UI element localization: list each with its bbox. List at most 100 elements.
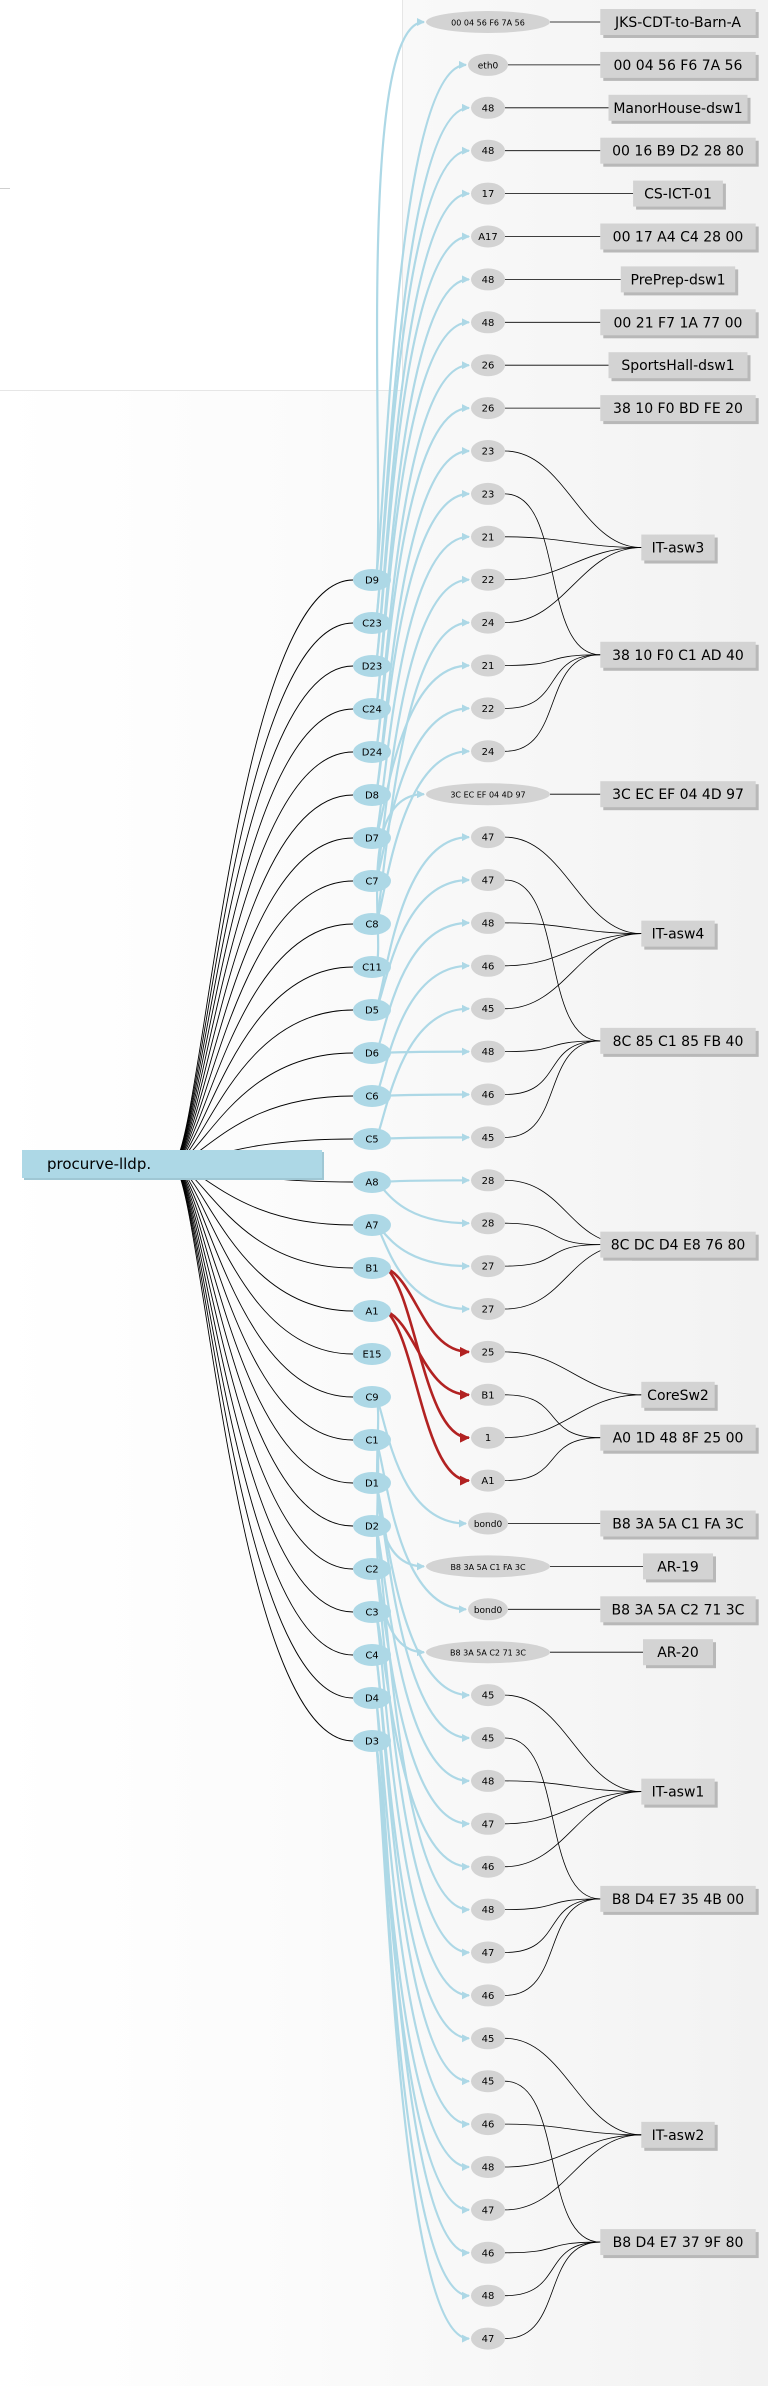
neighbor-00-04-56-f6-7a-56[interactable]: 00 04 56 F6 7A 56 bbox=[600, 51, 759, 81]
remote-port-49[interactable]: 46 bbox=[471, 2113, 505, 2136]
neighbor-00-21-f7-1a-77-00[interactable]: 00 21 F7 1A 77 00 bbox=[600, 309, 759, 339]
remote-port-34[interactable]: A1 bbox=[471, 1469, 505, 1492]
neighbor-00-16-b9-d2-28-80[interactable]: 00 16 B9 D2 28 80 bbox=[600, 137, 759, 167]
remote-port-41[interactable]: 48 bbox=[471, 1769, 505, 1792]
remote-port-16[interactable]: 22 bbox=[471, 697, 505, 720]
neighbor-it-asw2[interactable]: IT-asw2 bbox=[641, 2121, 718, 2151]
local-port-c2[interactable]: C2 bbox=[353, 1558, 391, 1580]
remote-port-4[interactable]: 17 bbox=[471, 182, 505, 205]
local-port-d6[interactable]: D6 bbox=[353, 1042, 391, 1064]
local-port-d4[interactable]: D4 bbox=[353, 1687, 391, 1709]
remote-port-15[interactable]: 21 bbox=[471, 654, 505, 677]
neighbor-it-asw3[interactable]: IT-asw3 bbox=[641, 534, 718, 564]
local-port-c3[interactable]: C3 bbox=[353, 1601, 391, 1623]
root-node[interactable]: procurve-lldp. bbox=[22, 1150, 324, 1180]
remote-port-29[interactable]: 27 bbox=[471, 1255, 505, 1278]
remote-port-0[interactable]: 00 04 56 F6 7A 56 bbox=[426, 11, 550, 33]
neighbor-38-10-f0-c1-ad-40[interactable]: 38 10 F0 C1 AD 40 bbox=[600, 641, 759, 671]
neighbor-it-asw4[interactable]: IT-asw4 bbox=[641, 920, 718, 950]
remote-port-11[interactable]: 23 bbox=[471, 482, 505, 505]
remote-port-48[interactable]: 45 bbox=[471, 2070, 505, 2093]
local-port-d1[interactable]: D1 bbox=[353, 1472, 391, 1494]
local-port-c8[interactable]: C8 bbox=[353, 913, 391, 935]
remote-port-45[interactable]: 47 bbox=[471, 1941, 505, 1964]
remote-port-30[interactable]: 27 bbox=[471, 1298, 505, 1320]
remote-port-47[interactable]: 45 bbox=[471, 2027, 505, 2050]
neighbor-ar-19[interactable]: AR-19 bbox=[643, 1553, 716, 1583]
neighbor-preprep-dsw1[interactable]: PrePrep-dsw1 bbox=[620, 266, 739, 296]
remote-port-3[interactable]: 48 bbox=[471, 139, 505, 162]
remote-port-40[interactable]: 45 bbox=[471, 1727, 505, 1749]
remote-port-19[interactable]: 47 bbox=[471, 826, 505, 849]
neighbor-b8-3a-5a-c2-71-3c[interactable]: B8 3A 5A C2 71 3C bbox=[600, 1596, 759, 1626]
remote-port-44[interactable]: 48 bbox=[471, 1898, 505, 1921]
remote-port-18[interactable]: 3C EC EF 04 4D 97 bbox=[426, 783, 550, 806]
local-port-c24[interactable]: C24 bbox=[353, 698, 391, 720]
neighbor-b8-d4-e7-35-4b-00[interactable]: B8 D4 E7 35 4B 00 bbox=[600, 1885, 759, 1915]
local-port-d2[interactable]: D2 bbox=[353, 1515, 391, 1537]
local-port-d9[interactable]: D9 bbox=[353, 569, 391, 591]
remote-port-53[interactable]: 48 bbox=[471, 2284, 505, 2307]
local-port-d8[interactable]: D8 bbox=[353, 784, 391, 806]
neighbor-b8-3a-5a-c1-fa-3c[interactable]: B8 3A 5A C1 FA 3C bbox=[600, 1510, 759, 1540]
remote-port-39[interactable]: 45 bbox=[471, 1684, 505, 1707]
remote-port-26[interactable]: 45 bbox=[471, 1126, 505, 1149]
local-port-c23[interactable]: C23 bbox=[353, 612, 391, 634]
remote-port-10[interactable]: 23 bbox=[471, 440, 505, 462]
remote-port-28[interactable]: 28 bbox=[471, 1212, 505, 1235]
neighbor-it-asw1[interactable]: IT-asw1 bbox=[641, 1778, 718, 1808]
remote-port-8[interactable]: 26 bbox=[471, 354, 505, 377]
remote-port-6[interactable]: 48 bbox=[471, 268, 505, 291]
neighbor-8c-85-c1-85-fb-40[interactable]: 8C 85 C1 85 FB 40 bbox=[600, 1027, 759, 1057]
local-port-c5[interactable]: C5 bbox=[353, 1128, 391, 1150]
remote-port-22[interactable]: 46 bbox=[471, 954, 505, 977]
remote-port-33[interactable]: 1 bbox=[471, 1426, 505, 1449]
local-port-e15[interactable]: E15 bbox=[353, 1343, 391, 1365]
remote-port-5[interactable]: A17 bbox=[471, 225, 505, 248]
remote-port-50[interactable]: 48 bbox=[471, 2156, 505, 2178]
neighbor-8c-dc-d4-e8-76-80[interactable]: 8C DC D4 E8 76 80 bbox=[600, 1231, 759, 1261]
remote-port-35[interactable]: bond0 bbox=[468, 1512, 508, 1535]
local-port-d5[interactable]: D5 bbox=[353, 999, 391, 1021]
neighbor-cs-ict-01[interactable]: CS-ICT-01 bbox=[633, 180, 726, 210]
neighbor-ar-20[interactable]: AR-20 bbox=[643, 1639, 716, 1669]
remote-port-2[interactable]: 48 bbox=[471, 96, 505, 119]
local-port-d23[interactable]: D23 bbox=[353, 655, 391, 677]
local-port-c1[interactable]: C1 bbox=[353, 1429, 391, 1451]
local-port-d3[interactable]: D3 bbox=[353, 1730, 391, 1752]
remote-port-1[interactable]: eth0 bbox=[468, 53, 508, 76]
neighbor-b8-d4-e7-37-9f-80[interactable]: B8 D4 E7 37 9F 80 bbox=[600, 2229, 759, 2259]
remote-port-31[interactable]: 25 bbox=[471, 1340, 505, 1363]
remote-port-17[interactable]: 24 bbox=[471, 740, 505, 763]
remote-port-42[interactable]: 47 bbox=[471, 1812, 505, 1835]
remote-port-14[interactable]: 24 bbox=[471, 611, 505, 634]
remote-port-37[interactable]: bond0 bbox=[468, 1598, 508, 1621]
remote-port-52[interactable]: 46 bbox=[471, 2241, 505, 2264]
remote-port-9[interactable]: 26 bbox=[471, 397, 505, 420]
local-port-a1[interactable]: A1 bbox=[353, 1300, 391, 1322]
remote-port-38[interactable]: B8 3A 5A C2 71 3C bbox=[426, 1641, 550, 1664]
remote-port-12[interactable]: 21 bbox=[471, 525, 505, 548]
remote-port-54[interactable]: 47 bbox=[471, 2327, 505, 2350]
local-port-d7[interactable]: D7 bbox=[353, 827, 391, 849]
neighbor-3c-ec-ef-04-4d-97[interactable]: 3C EC EF 04 4D 97 bbox=[600, 781, 759, 811]
neighbor-manorhouse-dsw1[interactable]: ManorHouse-dsw1 bbox=[608, 94, 751, 124]
neighbor-jks-cdt-to-barn-a[interactable]: JKS-CDT-to-Barn-A bbox=[600, 9, 759, 38]
local-port-b1[interactable]: B1 bbox=[353, 1257, 391, 1279]
neighbor-38-10-f0-bd-fe-20[interactable]: 38 10 F0 BD FE 20 bbox=[600, 395, 759, 425]
remote-port-36[interactable]: B8 3A 5A C1 FA 3C bbox=[426, 1555, 550, 1578]
local-port-c7[interactable]: C7 bbox=[353, 870, 391, 892]
remote-port-13[interactable]: 22 bbox=[471, 568, 505, 591]
remote-port-7[interactable]: 48 bbox=[471, 311, 505, 334]
remote-port-27[interactable]: 28 bbox=[471, 1169, 505, 1192]
remote-port-24[interactable]: 48 bbox=[471, 1040, 505, 1063]
neighbor-00-17-a4-c4-28-00[interactable]: 00 17 A4 C4 28 00 bbox=[600, 223, 759, 253]
local-port-c6[interactable]: C6 bbox=[353, 1085, 391, 1107]
remote-port-46[interactable]: 46 bbox=[471, 1984, 505, 2007]
remote-port-20[interactable]: 47 bbox=[471, 869, 505, 891]
local-port-c4[interactable]: C4 bbox=[353, 1644, 391, 1666]
remote-port-51[interactable]: 47 bbox=[471, 2198, 505, 2221]
remote-port-21[interactable]: 48 bbox=[471, 911, 505, 934]
remote-port-25[interactable]: 46 bbox=[471, 1083, 505, 1106]
neighbor-coresw2[interactable]: CoreSw2 bbox=[641, 1381, 718, 1411]
